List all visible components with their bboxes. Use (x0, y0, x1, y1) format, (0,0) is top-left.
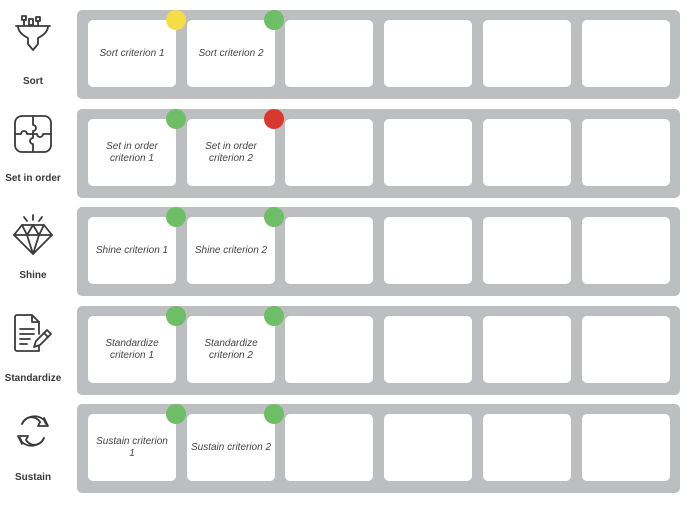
stage-label: Shine (19, 270, 47, 281)
criteria-band: Standardize criterion 1 Standardize crit… (77, 306, 680, 395)
criterion-card[interactable]: Shine criterion 2 (187, 217, 275, 284)
criteria-band: Sustain criterion 1 Sustain criterion 2 (77, 404, 680, 493)
criterion-card-empty[interactable] (483, 414, 571, 481)
status-dot-green (264, 404, 284, 424)
criteria-band: Sort criterion 1 Sort criterion 2 (77, 10, 680, 99)
document-pencil-icon (12, 312, 54, 354)
criterion-card-empty[interactable] (483, 119, 571, 186)
stage-header: Set in order (0, 99, 66, 198)
stage-label: Standardize (4, 373, 62, 384)
criterion-card[interactable]: Standardize criterion 2 (187, 316, 275, 383)
criterion-card-empty[interactable] (384, 217, 472, 284)
criterion-card[interactable]: Sustain criterion 2 (187, 414, 275, 481)
criterion-text: Standardize criterion 2 (204, 337, 258, 361)
criterion-card-empty[interactable] (582, 20, 670, 87)
criterion-card-empty[interactable] (582, 119, 670, 186)
status-dot-green (166, 306, 186, 326)
status-dot-green (264, 10, 284, 30)
criterion-card-empty[interactable] (582, 217, 670, 284)
stage-header: Standardize (0, 296, 66, 395)
stage-label: Sustain (14, 472, 52, 483)
stage-row-standardize: Standardize Standardize criterion 1 Stan… (0, 306, 700, 405)
stage-header: Shine (0, 197, 66, 296)
criterion-text: Sustain criterion 1 (96, 435, 168, 459)
criterion-card[interactable]: Standardize criterion 1 (88, 316, 176, 383)
criterion-text: Sustain criterion 2 (190, 441, 272, 453)
status-dot-red (264, 109, 284, 129)
criterion-text: Sort criterion 1 (99, 47, 165, 59)
criterion-text: Sort criterion 2 (198, 47, 264, 59)
criteria-band: Set in order criterion 1 Set in order cr… (77, 109, 680, 198)
stage-row-set-in-order: Set in order Set in order criterion 1 Se… (0, 109, 700, 208)
criterion-card[interactable]: Sort criterion 2 (187, 20, 275, 87)
criterion-card-empty[interactable] (285, 217, 373, 284)
criterion-text: Set in order criterion 2 (205, 140, 257, 164)
criterion-text: Standardize criterion 1 (105, 337, 159, 361)
criterion-card[interactable]: Set in order criterion 2 (187, 119, 275, 186)
funnel-icon (12, 12, 54, 54)
status-dot-yellow (166, 10, 186, 30)
criteria-band: Shine criterion 1 Shine criterion 2 (77, 207, 680, 296)
criterion-card-empty[interactable] (582, 414, 670, 481)
criterion-card-empty[interactable] (285, 20, 373, 87)
status-dot-green (264, 306, 284, 326)
stage-row-sort: Sort Sort criterion 1 Sort criterion 2 (0, 10, 700, 109)
stage-label: Set in order (5, 173, 61, 184)
stage-label: Sort (23, 76, 43, 87)
criterion-text: Shine criterion 1 (95, 244, 169, 256)
criterion-card-empty[interactable] (285, 316, 373, 383)
criterion-card[interactable]: Sort criterion 1 (88, 20, 176, 87)
criterion-card-empty[interactable] (483, 217, 571, 284)
criterion-card[interactable]: Sustain criterion 1 (88, 414, 176, 481)
criterion-text: Set in order criterion 1 (106, 140, 158, 164)
criterion-card-empty[interactable] (384, 414, 472, 481)
status-dot-green (166, 404, 186, 424)
criterion-card-empty[interactable] (384, 119, 472, 186)
status-dot-green (264, 207, 284, 227)
criterion-card-empty[interactable] (582, 316, 670, 383)
criterion-card-empty[interactable] (483, 20, 571, 87)
criterion-card-empty[interactable] (285, 414, 373, 481)
stage-header: Sustain (0, 394, 66, 493)
cycle-arrows-icon (10, 410, 56, 452)
criterion-card-empty[interactable] (384, 20, 472, 87)
criterion-text: Shine criterion 2 (194, 244, 268, 256)
criterion-card[interactable]: Set in order criterion 1 (88, 119, 176, 186)
criterion-card-empty[interactable] (483, 316, 571, 383)
diamond-icon (10, 213, 56, 255)
status-dot-green (166, 109, 186, 129)
criterion-card-empty[interactable] (384, 316, 472, 383)
puzzle-icon (12, 113, 54, 155)
criterion-card-empty[interactable] (285, 119, 373, 186)
stage-row-sustain: Sustain Sustain criterion 1 Sustain crit… (0, 404, 700, 503)
stage-header: Sort (0, 0, 66, 99)
status-dot-green (166, 207, 186, 227)
stage-row-shine: Shine Shine criterion 1 Shine criterion … (0, 207, 700, 306)
criterion-card[interactable]: Shine criterion 1 (88, 217, 176, 284)
